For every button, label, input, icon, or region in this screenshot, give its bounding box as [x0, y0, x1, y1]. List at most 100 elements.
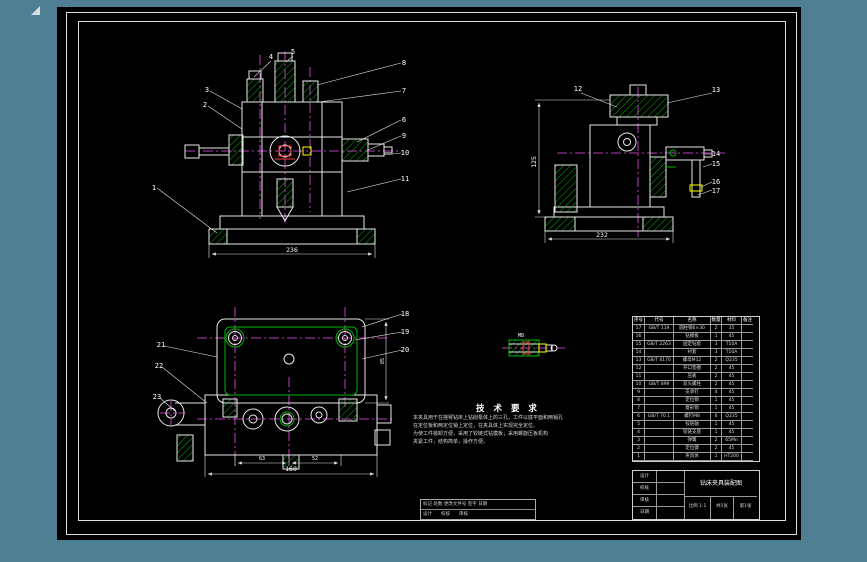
title-block-signatures: 设计 校核 审核 日期 — [633, 471, 685, 519]
cell-name: 支承钉 — [674, 389, 711, 397]
table-row: 6 GB/T 70.1 螺钉M8 6 Q235 — [633, 413, 759, 421]
sheet-inner-border — [78, 21, 786, 521]
cell-name: 钻模板 — [674, 333, 711, 341]
plan-view: 18 19 20 21 22 23 63 52 160 85 — [153, 307, 409, 477]
cell-note — [742, 405, 753, 413]
signature-row: 设计 — [633, 471, 684, 483]
cell-name: 压板 — [674, 373, 711, 381]
tech-req-line: 本夹具用于在摇臂钻床上钻削泵体上的三孔，工件以底平面和两销孔 — [413, 415, 564, 421]
signature-row: 日期 — [633, 507, 684, 519]
col-code: 代号 — [645, 317, 674, 325]
signature-label: 日期 — [633, 507, 657, 519]
cell-qty: 4 — [711, 389, 722, 397]
table-row: 13 GB/T 6170 螺母M12 2 Q235 — [633, 357, 759, 365]
cell-qty: 3 — [711, 349, 722, 357]
cell-no: 15 — [633, 341, 645, 349]
drawing-canvas: 1 2 3 4 5 6 7 8 9 10 11 236 — [152, 48, 725, 477]
cell-name: 铰链支座 — [674, 429, 711, 437]
tech-req-body: 本夹具用于在摇臂钻床上钻削泵体上的三孔，工件以底平面和两销孔在定位板和两定位销上… — [413, 414, 603, 446]
table-row: 17 GB/T 119 圆柱销6×30 2 35 — [633, 325, 759, 333]
callout-10: 10 — [401, 149, 409, 157]
cell-name: 螺母M12 — [674, 357, 711, 365]
parts-table-rows: 17 GB/T 119 圆柱销6×30 2 35 16 钻模板 1 45 — [633, 325, 759, 461]
callout-13: 13 — [712, 86, 720, 94]
cell-no: 4 — [633, 429, 645, 437]
cell-name: 菱形销 — [674, 405, 711, 413]
parts-table: 序号 代号 名称 数量 材料 备注 17 GB/T 119 圆柱销6×30 2 … — [632, 316, 760, 462]
tech-req-line: 在定位板和两定位销上定位，在夹具体上实现完全定位。 — [413, 423, 539, 429]
callout-18: 18 — [401, 310, 409, 318]
cell-no: 11 — [633, 373, 645, 381]
plan-width-dim: 160 — [285, 465, 297, 473]
side-height-dim: 125 — [530, 156, 538, 168]
cell-mat: T10A — [722, 341, 742, 349]
cell-mat: T10A — [722, 349, 742, 357]
cell-name: 弹簧 — [674, 437, 711, 445]
callout-20: 20 — [401, 346, 409, 354]
table-row: 16 钻模板 1 45 — [633, 333, 759, 341]
plan-height-dim: 85 — [380, 358, 386, 364]
cell-qty: 1 — [711, 397, 722, 405]
technical-requirements: 技 术 要 求 本夹具用于在摇臂钻床上钻削泵体上的三孔，工件以底平面和两销孔在定… — [413, 402, 603, 446]
cell-note — [742, 421, 753, 429]
table-row: 11 压板 2 45 — [633, 373, 759, 381]
cell-mat: 45 — [722, 381, 742, 389]
cell-name: 定位销 — [674, 397, 711, 405]
drawing-sheet: 1 2 3 4 5 6 7 8 9 10 11 236 — [57, 7, 801, 540]
tech-req-title: 技 术 要 求 — [476, 404, 540, 414]
cell-code — [645, 437, 674, 445]
callout-19: 19 — [401, 328, 409, 336]
table-row: 12 开口垫圈 2 45 — [633, 365, 759, 373]
signature-value — [657, 483, 683, 494]
sheet-outer-border — [66, 12, 797, 535]
table-row: 14 衬套 3 T10A — [633, 349, 759, 357]
callout-4: 4 — [269, 53, 273, 61]
drawing-title: 钻床夹具装配图 — [685, 471, 757, 497]
col-note: 备注 — [742, 318, 753, 325]
cell-qty: 6 — [711, 413, 722, 421]
revision-block: 标记 处数 更改文件号 签字 日期 设计 校核 审核 — [420, 499, 536, 520]
cell-code — [645, 333, 674, 341]
cell-code: GB/T 6170 — [645, 357, 674, 365]
tech-req-line: 为使工件装卸方便，采用了铰链式钻模板；采用螺旋压板机构 — [413, 431, 549, 437]
cell-no: 13 — [633, 357, 645, 365]
col-qty: 数量 — [711, 317, 722, 325]
cell-qty: 2 — [711, 445, 722, 453]
cell-code — [645, 365, 674, 373]
parts-table-header: 序号 代号 名称 数量 材料 备注 — [633, 317, 759, 325]
cell-no: 8 — [633, 397, 645, 405]
cell-mat: 45 — [722, 405, 742, 413]
signature-value — [657, 495, 683, 506]
cell-code: GB/T 2263 — [645, 341, 674, 349]
callout-23: 23 — [153, 393, 161, 401]
col-no: 序号 — [633, 317, 645, 325]
table-row: 7 菱形销 1 45 — [633, 405, 759, 413]
signature-label: 审核 — [633, 495, 657, 506]
callout-1: 1 — [152, 184, 156, 192]
cell-no: 7 — [633, 405, 645, 413]
signature-label: 设计 — [633, 471, 657, 482]
signature-row: 审核 — [633, 495, 684, 507]
table-row: 4 铰链支座 1 45 — [633, 429, 759, 437]
front-width-dim: 236 — [286, 246, 298, 254]
sheets-cell: 共1张 — [711, 497, 734, 519]
sheet-no-cell: 第1张 — [739, 504, 752, 509]
table-row: 15 GB/T 2263 固定钻套 3 T10A — [633, 341, 759, 349]
cell-note — [742, 413, 753, 421]
cell-qty: 2 — [711, 373, 722, 381]
cell-mat: HT200 — [722, 453, 742, 461]
cell-note — [742, 445, 753, 453]
callout-3: 3 — [205, 86, 209, 94]
cell-note — [742, 365, 753, 373]
cell-mat: Q235 — [722, 357, 742, 365]
callout-6: 6 — [402, 116, 406, 124]
cell-note — [742, 429, 753, 437]
callout-5: 5 — [291, 48, 295, 56]
cell-code — [645, 373, 674, 381]
signature-value — [657, 507, 683, 519]
detail-view: M8 — [502, 333, 565, 357]
callout-2: 2 — [203, 101, 207, 109]
signature-row: 校核 — [633, 483, 684, 495]
cell-code — [645, 405, 674, 413]
